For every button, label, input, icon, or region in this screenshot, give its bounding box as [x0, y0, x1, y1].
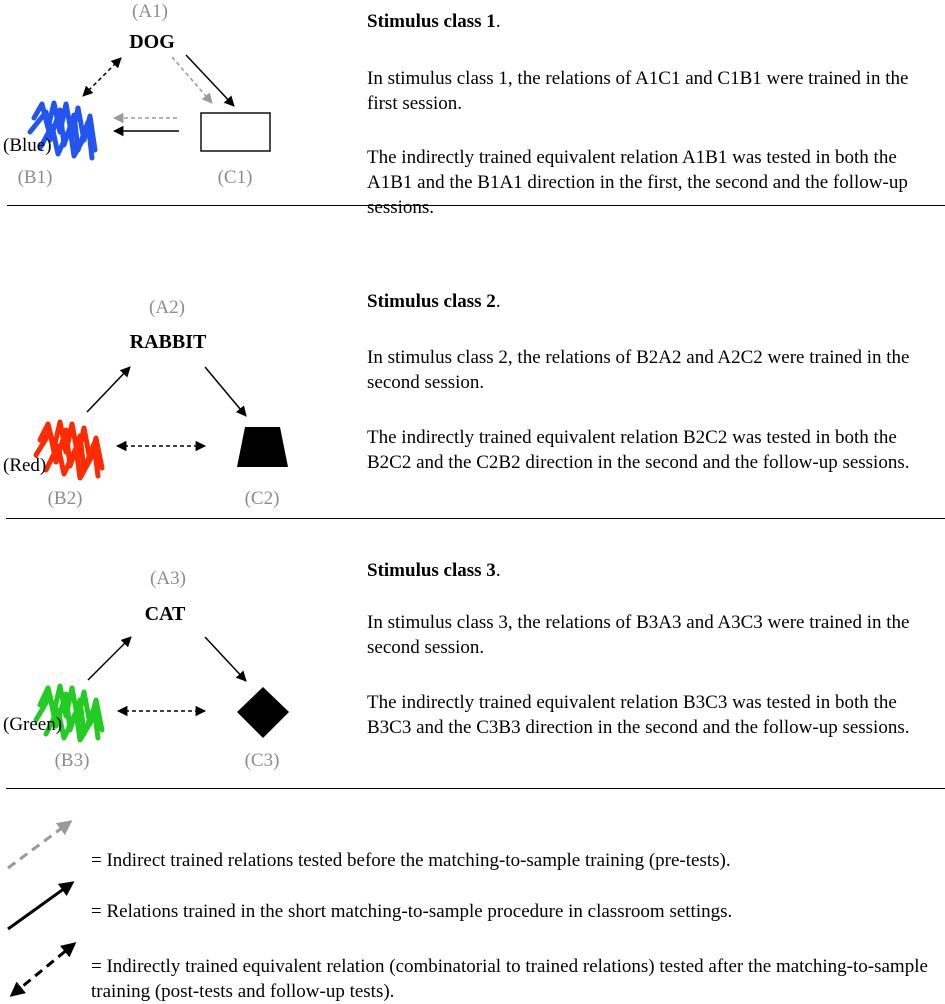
class-3-title: Stimulus class 3	[367, 560, 496, 581]
legend-text-trained-relations: = Relations trained in the short matchin…	[91, 901, 733, 922]
red-scribble-stimulus	[33, 419, 105, 481]
class-3-paragraph-2: The indirectly trained equivalent relati…	[367, 692, 910, 738]
arrow-a1-b1-dashed	[82, 57, 122, 97]
label-c1: (C1)	[218, 167, 253, 188]
divider-1	[7, 205, 945, 206]
label-b2: (B2)	[48, 488, 83, 509]
diamond-stimulus	[237, 687, 289, 738]
stimulus-class-1-diagram: (A1) DOG (Blue) (B1) (C1)	[3, 1, 271, 188]
arrow-a3-c3-solid	[204, 636, 247, 682]
class-1-title-period: .	[495, 11, 501, 32]
arrow-b2-a2-solid	[86, 366, 131, 413]
class-3-heading: Stimulus class 3.	[367, 560, 501, 582]
stimulus-class-3-diagram: (A3) CAT (Green) (B3) (C3)	[3, 568, 289, 771]
divider-3	[6, 788, 945, 789]
legend-text-post-tests: = Indirectly trained equivalent relation…	[91, 956, 928, 1002]
label-b1: (B1)	[18, 167, 53, 188]
empty-rectangle-stimulus	[200, 112, 271, 152]
label-a3: (A3)	[150, 568, 186, 589]
black-dashed-double-arrow-icon	[9, 942, 77, 997]
label-c3: (C3)	[245, 750, 280, 771]
label-b3: (B3)	[55, 750, 90, 771]
divider-2	[6, 518, 945, 519]
word-cat: CAT	[145, 603, 186, 625]
black-solid-arrow-icon	[7, 881, 75, 931]
stimulus-class-2-diagram: (A2) RABBIT (Red) (B2) (C2)	[3, 297, 288, 509]
class-3-title-period: .	[495, 560, 501, 581]
gray-dashed-arrow-icon	[7, 820, 73, 870]
label-red: (Red)	[3, 455, 46, 476]
class-1-paragraph-1: In stimulus class 1, the relations of A1…	[367, 68, 909, 114]
green-scribble-stimulus	[33, 683, 105, 743]
class-2-title-period: .	[495, 291, 501, 312]
label-a2: (A2)	[149, 297, 185, 318]
label-blue: (Blue)	[3, 135, 52, 156]
class-2-heading: Stimulus class 2.	[367, 291, 501, 313]
class-3-paragraph-1: In stimulus class 3, the relations of B3…	[367, 612, 910, 658]
blue-scribble-stimulus	[27, 100, 98, 161]
arrow-a1-c1-solid	[185, 54, 235, 107]
word-rabbit: RABBIT	[130, 331, 207, 353]
word-dog: DOG	[129, 31, 175, 53]
legend-text-pre-tests: = Indirect trained relations tested befo…	[91, 850, 731, 871]
legend-icons	[7, 820, 77, 997]
class-1-heading: Stimulus class 1.	[367, 11, 501, 33]
class-1-title: Stimulus class 1	[367, 11, 496, 32]
label-c2: (C2)	[245, 488, 280, 509]
arrow-b3-a3-solid	[87, 636, 132, 681]
class-2-paragraph-2: The indirectly trained equivalent relati…	[367, 427, 910, 473]
class-2-paragraph-1: In stimulus class 2, the relations of B2…	[367, 347, 910, 393]
arrow-a1-c1-gray-dashed	[171, 56, 213, 104]
arrow-a2-c2-solid	[204, 366, 247, 417]
class-2-title: Stimulus class 2	[367, 291, 496, 312]
trapezoid-stimulus	[237, 427, 288, 467]
label-a1: (A1)	[132, 1, 168, 22]
class-1-paragraph-2: The indirectly trained equivalent relati…	[367, 147, 908, 218]
label-green: (Green)	[3, 714, 62, 735]
